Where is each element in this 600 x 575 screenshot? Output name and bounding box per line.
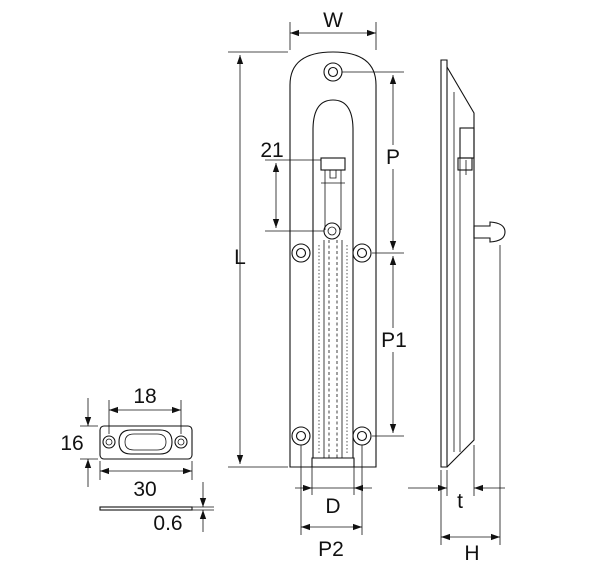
strike-plate: 18 16 30 0.6 (60, 385, 214, 535)
dim-label-strike-thickness: 0.6 (153, 512, 182, 535)
plate-outline (289, 51, 377, 468)
strike-plate-outline (99, 425, 193, 460)
side-plate (440, 59, 448, 468)
side-body (446, 66, 475, 468)
side-knob (473, 221, 506, 243)
dim-label-L: L (234, 246, 246, 269)
bolt-head (320, 157, 346, 171)
strike-hole-right (174, 435, 188, 449)
dim-label-t: t (457, 490, 463, 513)
screw-hole-bottom-left (291, 426, 311, 446)
strike-side-profile (99, 506, 193, 511)
dim-label-strike-height: 16 (60, 432, 83, 455)
dim-label-W: W (323, 9, 343, 32)
dim-label-P: P (386, 146, 400, 169)
dim-label-strike-hole-width: 18 (133, 385, 156, 408)
dim-label-strike-width: 30 (133, 478, 156, 501)
bolt-slot (312, 99, 354, 458)
screw-hole-mid-right (352, 243, 372, 263)
dim-label-D: D (325, 495, 340, 518)
dim-label-P2: P2 (318, 538, 344, 561)
side-bolt-top (459, 127, 475, 159)
knob (323, 222, 341, 240)
bolt-nose (311, 457, 355, 467)
screw-hole-top (323, 62, 343, 82)
screw-hole-bottom-right (352, 426, 372, 446)
strike-hole-left (102, 435, 116, 449)
dim-label-P1: P1 (381, 329, 407, 352)
strike-slot (118, 429, 173, 455)
screw-hole-mid-left (291, 243, 311, 263)
dim-label-H: H (464, 542, 479, 565)
side-view: t H (408, 59, 506, 565)
front-view: W L P P1 21 D P2 (228, 9, 410, 561)
dim-label-bolt-travel: 21 (260, 139, 283, 162)
